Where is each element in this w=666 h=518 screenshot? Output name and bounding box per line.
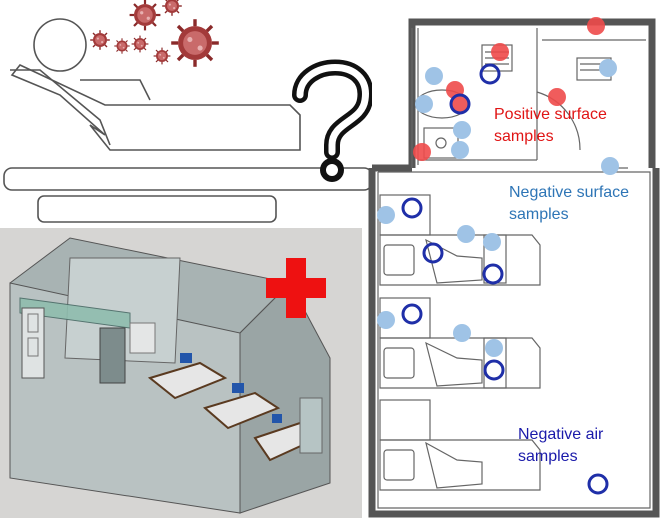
positive-surface-label: Positive surface samples: [494, 106, 607, 145]
negative-surface-markers: [377, 59, 619, 357]
negative-surface-label: Negative surface samples: [509, 184, 630, 223]
negative-air-label: Negative air samples: [518, 426, 604, 465]
virus-icon: [89, 0, 221, 69]
patient-illustration: [0, 0, 372, 228]
positive-surface-markers: [413, 17, 605, 161]
question-mark-icon: [292, 59, 372, 182]
floor-plan: [362, 0, 666, 518]
air-sample-markers: [401, 63, 609, 495]
ward-3d-render: [0, 228, 362, 518]
patient-in-bed-icon: [3, 18, 372, 223]
red-cross-icon: [266, 258, 326, 318]
